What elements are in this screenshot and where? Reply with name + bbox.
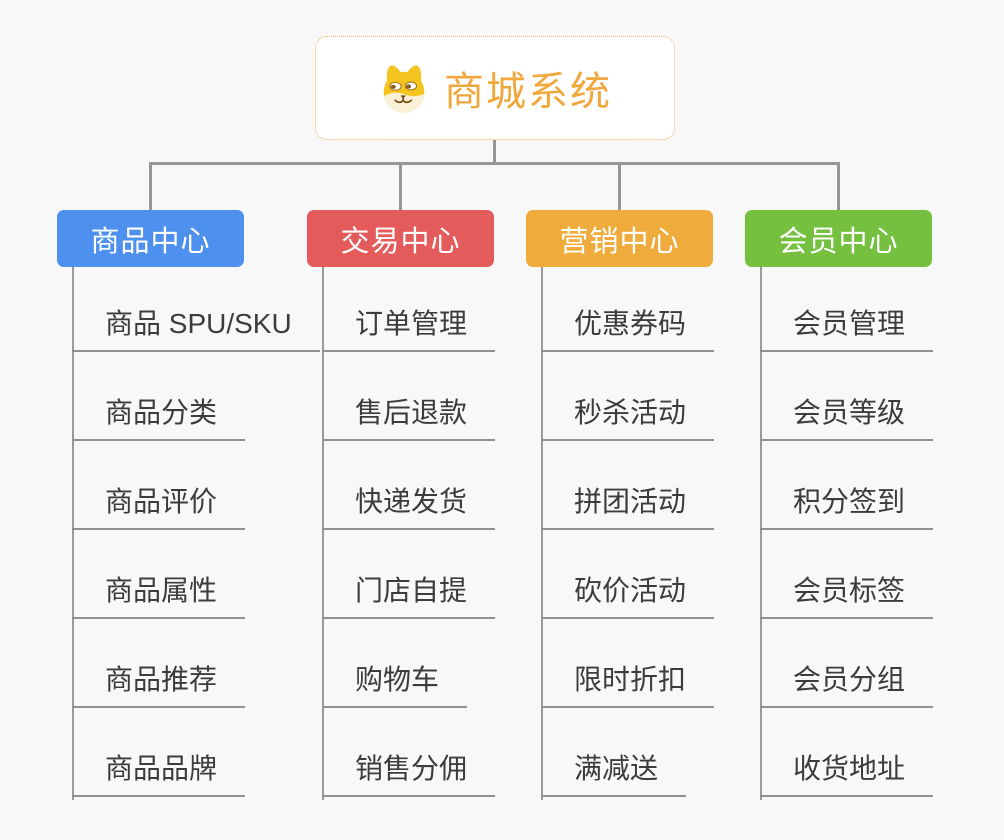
leaf-trade-1[interactable]: 售后退款 bbox=[322, 391, 496, 441]
leaf-product-4[interactable]: 商品推荐 bbox=[72, 658, 246, 708]
leaf-row: 会员管理 bbox=[760, 263, 934, 352]
leaf-trade-5[interactable]: 销售分佣 bbox=[322, 747, 496, 797]
connector-stub-product bbox=[149, 162, 152, 212]
leaf-trade-0[interactable]: 订单管理 bbox=[322, 302, 496, 352]
root-node[interactable]: 商城系统 bbox=[315, 36, 675, 140]
branch-leaves-trade: 订单管理售后退款快递发货门店自提购物车销售分佣 bbox=[322, 263, 496, 797]
leaf-row: 商品属性 bbox=[72, 530, 320, 619]
leaf-product-2[interactable]: 商品评价 bbox=[72, 480, 246, 530]
leaf-row: 优惠券码 bbox=[541, 263, 715, 352]
leaf-product-5[interactable]: 商品品牌 bbox=[72, 747, 246, 797]
leaf-row: 商品推荐 bbox=[72, 619, 320, 708]
connector-horizontal bbox=[149, 162, 840, 165]
leaf-member-1[interactable]: 会员等级 bbox=[760, 391, 934, 441]
leaf-member-5[interactable]: 收货地址 bbox=[760, 747, 934, 797]
branch-node-member[interactable]: 会员中心 bbox=[745, 210, 932, 267]
leaf-marketing-2[interactable]: 拼团活动 bbox=[541, 480, 715, 530]
branch-node-marketing[interactable]: 营销中心 bbox=[526, 210, 713, 267]
leaf-row: 购物车 bbox=[322, 619, 495, 708]
leaf-row: 商品分类 bbox=[72, 352, 320, 441]
leaf-row: 快递发货 bbox=[322, 441, 496, 530]
shiba-dog-icon bbox=[383, 65, 425, 113]
leaf-row: 门店自提 bbox=[322, 530, 496, 619]
leaf-row: 砍价活动 bbox=[541, 530, 715, 619]
leaf-row: 会员标签 bbox=[760, 530, 934, 619]
leaf-trade-3[interactable]: 门店自提 bbox=[322, 569, 496, 619]
leaf-row: 积分签到 bbox=[760, 441, 934, 530]
leaf-product-0[interactable]: 商品 SPU/SKU bbox=[72, 302, 320, 352]
leaf-marketing-5[interactable]: 满减送 bbox=[541, 747, 687, 797]
leaf-member-0[interactable]: 会员管理 bbox=[760, 302, 934, 352]
connector-root-stub bbox=[493, 140, 496, 165]
leaf-product-3[interactable]: 商品属性 bbox=[72, 569, 246, 619]
branch-trunk-marketing bbox=[541, 267, 543, 800]
leaf-row: 商品品牌 bbox=[72, 708, 320, 797]
root-title: 商城系统 bbox=[444, 70, 612, 114]
branch-trunk-trade bbox=[322, 267, 324, 800]
leaf-marketing-1[interactable]: 秒杀活动 bbox=[541, 391, 715, 441]
leaf-member-4[interactable]: 会员分组 bbox=[760, 658, 934, 708]
branch-leaves-member: 会员管理会员等级积分签到会员标签会员分组收货地址 bbox=[760, 263, 934, 797]
leaf-row: 秒杀活动 bbox=[541, 352, 715, 441]
leaf-row: 满减送 bbox=[541, 708, 714, 797]
leaf-row: 销售分佣 bbox=[322, 708, 496, 797]
leaf-row: 收货地址 bbox=[760, 708, 934, 797]
branch-trunk-product bbox=[72, 267, 74, 800]
branch-leaves-product: 商品 SPU/SKU 商品分类商品评价商品属性商品推荐商品品牌 bbox=[72, 263, 320, 797]
connector-stub-member bbox=[837, 162, 840, 212]
leaf-marketing-3[interactable]: 砍价活动 bbox=[541, 569, 715, 619]
connector-stub-trade bbox=[399, 162, 402, 212]
leaf-row: 售后退款 bbox=[322, 352, 496, 441]
branch-trunk-member bbox=[760, 267, 762, 800]
leaf-row: 限时折扣 bbox=[541, 619, 715, 708]
leaf-marketing-4[interactable]: 限时折扣 bbox=[541, 658, 715, 708]
leaf-row: 商品 SPU/SKU bbox=[72, 263, 320, 352]
leaf-row: 商品评价 bbox=[72, 441, 320, 530]
leaf-trade-2[interactable]: 快递发货 bbox=[322, 480, 496, 530]
leaf-member-2[interactable]: 积分签到 bbox=[760, 480, 934, 530]
branch-leaves-marketing: 优惠券码秒杀活动拼团活动砍价活动限时折扣满减送 bbox=[541, 263, 715, 797]
leaf-trade-4[interactable]: 购物车 bbox=[322, 658, 468, 708]
leaf-product-1[interactable]: 商品分类 bbox=[72, 391, 246, 441]
leaf-row: 订单管理 bbox=[322, 263, 496, 352]
branch-node-product[interactable]: 商品中心 bbox=[57, 210, 244, 267]
leaf-marketing-0[interactable]: 优惠券码 bbox=[541, 302, 715, 352]
leaf-row: 会员分组 bbox=[760, 619, 934, 708]
branch-node-trade[interactable]: 交易中心 bbox=[307, 210, 494, 267]
connector-stub-marketing bbox=[618, 162, 621, 212]
leaf-row: 拼团活动 bbox=[541, 441, 715, 530]
leaf-member-3[interactable]: 会员标签 bbox=[760, 569, 934, 619]
leaf-row: 会员等级 bbox=[760, 352, 934, 441]
